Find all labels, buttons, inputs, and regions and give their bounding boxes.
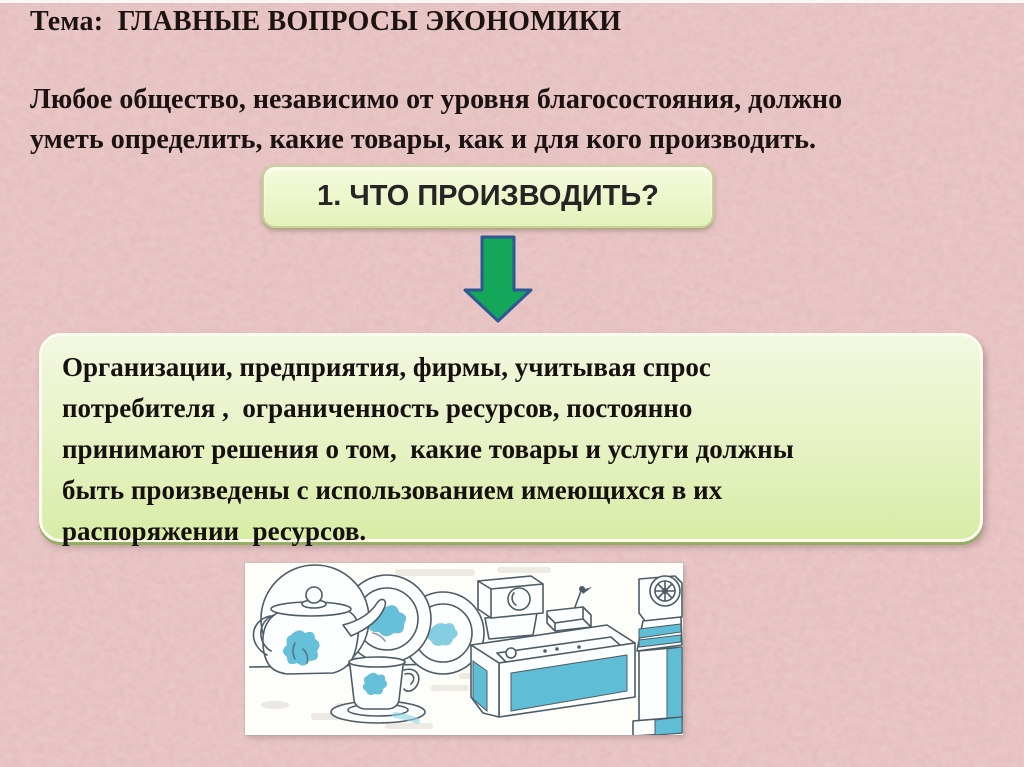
question-box-label: 1. ЧТО ПРОИЗВОДИТЬ?: [317, 180, 659, 212]
machine-icon: [470, 575, 683, 737]
answer-line: быть произведены с использованием имеющи…: [62, 475, 723, 505]
tableware-and-machine-illustration: [245, 563, 683, 737]
intro-text: Любое общество, независимо от уровня бла…: [30, 80, 842, 160]
down-arrow-icon: [455, 229, 543, 327]
intro-line: уметь определить, какие товары, как и дл…: [30, 124, 816, 155]
slide-top-edge: [0, 0, 1024, 3]
question-box: 1. ЧТО ПРОИЗВОДИТЬ?: [262, 165, 714, 228]
answer-line: распоряжении ресурсов.: [62, 516, 367, 546]
page-title: Тема: ГЛАВНЫЕ ВОПРОСЫ ЭКОНОМИКИ: [30, 6, 622, 37]
answer-box: Организации, предприятия, фирмы, учитыва…: [39, 333, 983, 546]
answer-line: потребителя , ограниченность ресурсов, п…: [62, 393, 693, 423]
intro-line: Любое общество, независимо от уровня бла…: [30, 84, 843, 115]
answer-line: Организации, предприятия, фирмы, учитыва…: [62, 352, 711, 382]
answer-line: принимают решения о том, какие товары и …: [62, 434, 794, 464]
pencil-smudge: [261, 701, 289, 709]
